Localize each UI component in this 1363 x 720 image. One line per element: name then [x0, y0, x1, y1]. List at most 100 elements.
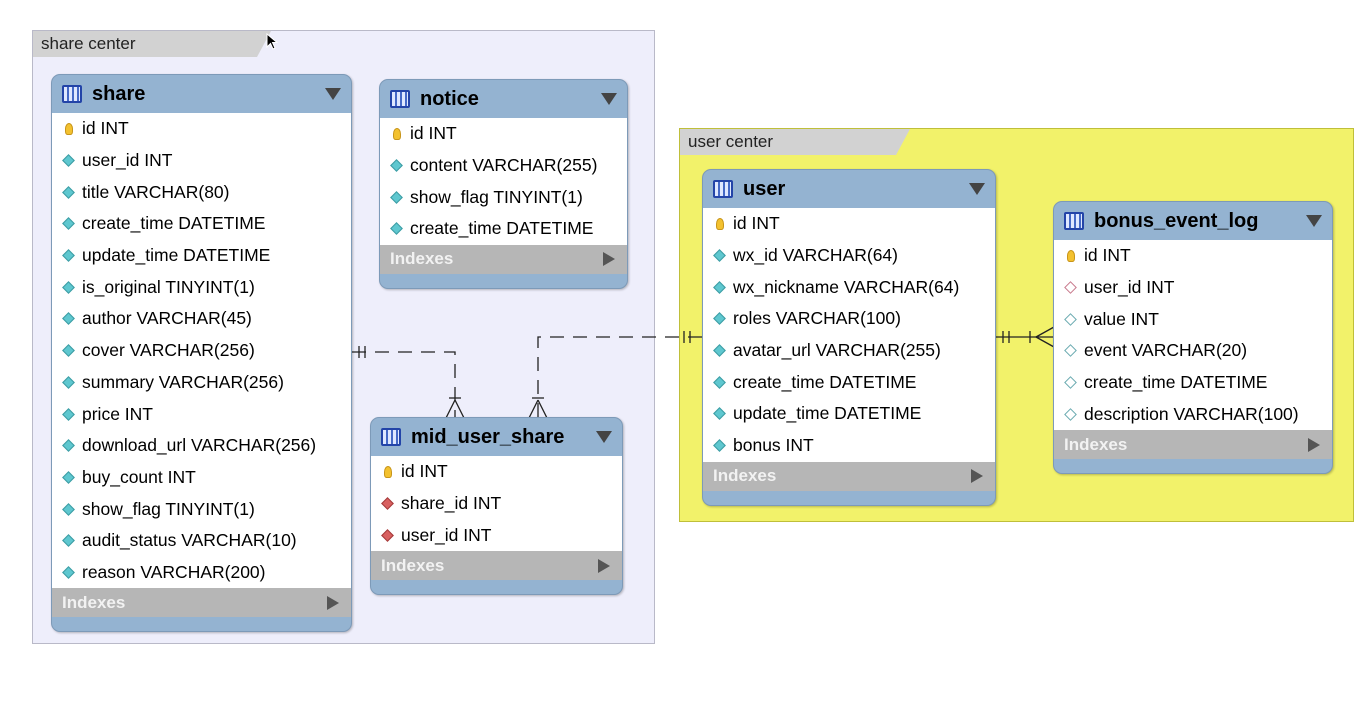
column-label: id INT — [1084, 245, 1131, 266]
column-label: roles VARCHAR(100) — [733, 308, 901, 329]
primary-key-icon — [381, 465, 394, 478]
table-bonus-event-log-indexes[interactable]: Indexes — [1054, 430, 1332, 460]
table-user-indexes[interactable]: Indexes — [703, 461, 995, 491]
expand-arrow-icon[interactable] — [603, 252, 615, 267]
collapse-caret-icon[interactable] — [601, 93, 617, 105]
table-notice-header[interactable]: notice — [380, 80, 627, 118]
column-row[interactable]: buy_count INT — [52, 462, 351, 494]
rel-share-mid — [352, 351, 456, 418]
column-label: create_time DATETIME — [733, 371, 917, 392]
indexes-label: Indexes — [62, 592, 126, 612]
column-label: id INT — [410, 123, 457, 144]
table-notice-indexes[interactable]: Indexes — [380, 244, 627, 274]
column-label: update_time DATETIME — [733, 403, 922, 424]
column-row[interactable]: event VARCHAR(20) — [1054, 335, 1332, 367]
collapse-caret-icon[interactable] — [596, 431, 612, 443]
column-icon — [62, 185, 75, 199]
column-icon — [713, 312, 726, 326]
table-bonus-event-log-header[interactable]: bonus_event_log — [1054, 202, 1332, 240]
column-label: buy_count INT — [82, 466, 196, 487]
column-label: wx_nickname VARCHAR(64) — [733, 276, 960, 297]
column-icon — [62, 534, 75, 548]
column-row[interactable]: is_original TINYINT(1) — [52, 271, 351, 303]
column-row[interactable]: id INT — [371, 456, 622, 488]
column-row[interactable]: create_time DATETIME — [52, 208, 351, 240]
column-row[interactable]: show_flag TINYINT(1) — [380, 181, 627, 213]
column-row[interactable]: id INT — [1054, 240, 1332, 272]
column-label: reason VARCHAR(200) — [82, 561, 266, 582]
column-row[interactable]: create_time DATETIME — [703, 366, 995, 398]
column-row[interactable]: id INT — [52, 113, 351, 145]
rel-user-mid — [537, 336, 702, 418]
collapse-caret-icon[interactable] — [325, 88, 341, 100]
expand-arrow-icon[interactable] — [598, 558, 610, 573]
column-icon — [713, 280, 726, 294]
column-row[interactable]: author VARCHAR(45) — [52, 303, 351, 335]
table-share-header[interactable]: share — [52, 75, 351, 113]
column-row[interactable]: user_id INT — [1054, 272, 1332, 304]
column-row[interactable]: cover VARCHAR(256) — [52, 335, 351, 367]
column-icon — [62, 502, 75, 516]
table-mid-user-share-header[interactable]: mid_user_share — [371, 418, 622, 456]
column-row[interactable]: title VARCHAR(80) — [52, 176, 351, 208]
table-notice[interactable]: notice id INT content VARCHAR(255)show_fl… — [379, 79, 628, 289]
column-icon — [713, 249, 726, 262]
collapse-caret-icon[interactable] — [969, 183, 985, 195]
expand-arrow-icon[interactable] — [327, 595, 339, 610]
expand-arrow-icon[interactable] — [971, 469, 983, 483]
column-row[interactable]: download_url VARCHAR(256) — [52, 430, 351, 462]
column-row[interactable]: share_id INT — [371, 488, 622, 520]
table-notice-title: notice — [420, 87, 479, 110]
column-row[interactable]: create_time DATETIME — [380, 213, 627, 245]
column-row[interactable]: id INT — [703, 208, 995, 240]
column-row[interactable]: audit_status VARCHAR(10) — [52, 525, 351, 557]
column-row[interactable]: summary VARCHAR(256) — [52, 367, 351, 399]
column-row[interactable]: reason VARCHAR(200) — [52, 557, 351, 589]
column-icon — [713, 375, 726, 389]
table-mid-user-share-indexes[interactable]: Indexes — [371, 551, 622, 581]
column-row[interactable]: description VARCHAR(100) — [1054, 398, 1332, 430]
column-row[interactable]: roles VARCHAR(100) — [703, 303, 995, 335]
column-row[interactable]: wx_id VARCHAR(64) — [703, 240, 995, 272]
column-row[interactable]: avatar_url VARCHAR(255) — [703, 335, 995, 367]
table-share-title: share — [92, 82, 146, 105]
table-icon — [62, 85, 82, 103]
table-user-header[interactable]: user — [703, 170, 995, 208]
column-icon — [62, 375, 75, 389]
column-icon — [62, 407, 75, 421]
column-row[interactable]: show_flag TINYINT(1) — [52, 493, 351, 525]
column-label: description VARCHAR(100) — [1084, 403, 1299, 424]
table-icon — [1064, 212, 1084, 230]
column-row[interactable]: wx_nickname VARCHAR(64) — [703, 271, 995, 303]
column-icon — [62, 280, 75, 294]
column-row[interactable]: create_time DATETIME — [1054, 367, 1332, 399]
column-label: is_original TINYINT(1) — [82, 276, 255, 297]
indexes-label: Indexes — [713, 466, 777, 485]
column-row[interactable]: update_time DATETIME — [703, 398, 995, 430]
column-icon — [713, 407, 726, 421]
table-notice-columns: id INT content VARCHAR(255)show_flag TINY… — [380, 118, 627, 245]
column-row[interactable]: id INT — [380, 118, 627, 150]
primary-key-icon — [1064, 249, 1077, 262]
column-row[interactable]: user_id INT — [371, 519, 622, 551]
foreign-key-icon — [381, 497, 394, 510]
collapse-caret-icon[interactable] — [1306, 215, 1322, 227]
nullable-column-icon — [1064, 407, 1077, 421]
column-row[interactable]: value INT — [1054, 303, 1332, 335]
column-icon — [62, 439, 75, 453]
column-label: bonus INT — [733, 435, 814, 456]
column-row[interactable]: user_id INT — [52, 145, 351, 177]
table-share-indexes[interactable]: Indexes — [52, 588, 351, 618]
column-row[interactable]: bonus INT — [703, 430, 995, 462]
column-label: create_time DATETIME — [82, 213, 266, 234]
column-row[interactable]: update_time DATETIME — [52, 240, 351, 272]
column-row[interactable]: content VARCHAR(255) — [380, 150, 627, 182]
column-row[interactable]: price INT — [52, 398, 351, 430]
expand-arrow-icon[interactable] — [1308, 437, 1320, 452]
